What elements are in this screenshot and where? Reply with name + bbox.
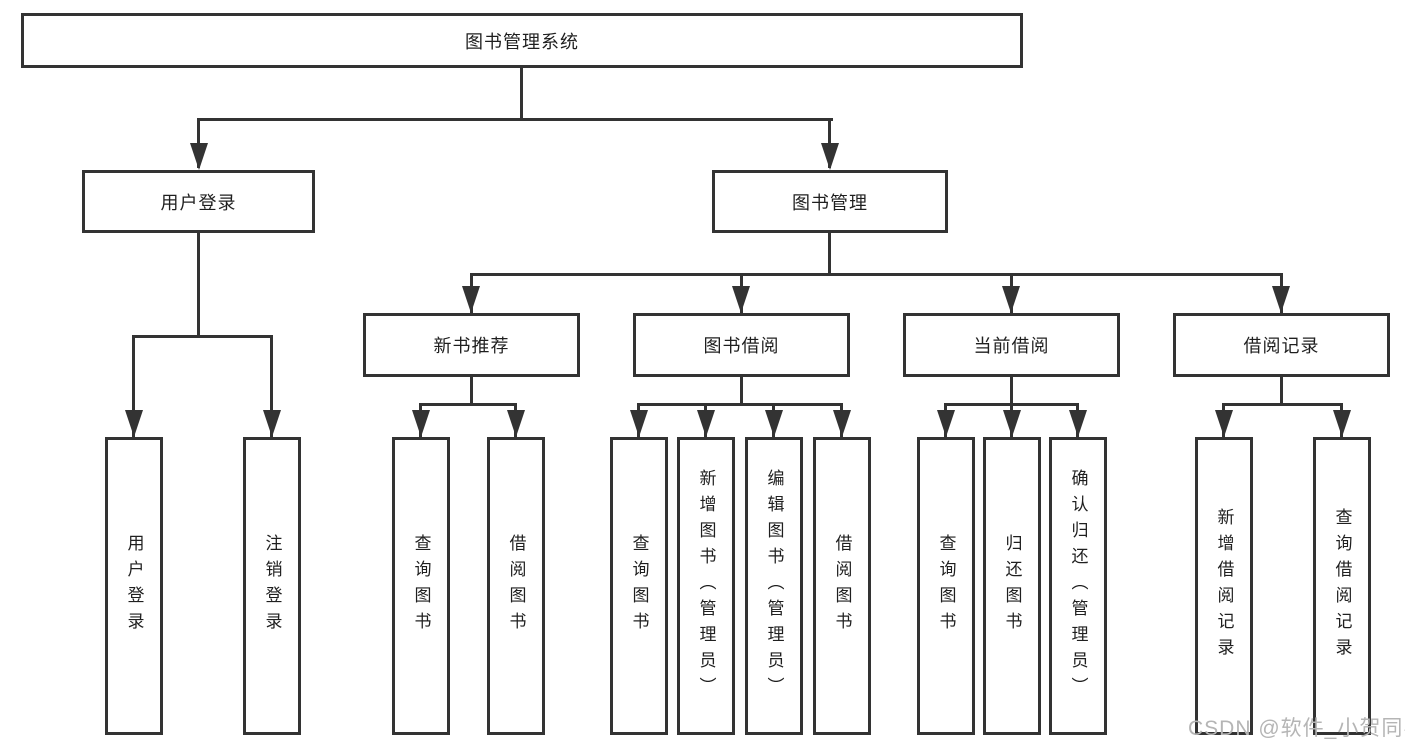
arrowhead-down-icon: [1069, 410, 1087, 437]
arrowhead-down-icon: [263, 410, 281, 437]
node-query-books-recommend: 查询图书: [392, 437, 450, 735]
arrowhead-down-icon: [765, 410, 783, 437]
arrowhead-down-icon: [190, 143, 208, 170]
node-current-borrowing: 当前借阅: [903, 313, 1120, 377]
node-add-borrow-record: 新增借阅记录: [1195, 437, 1253, 735]
connector-userlogin-hline: [132, 335, 273, 338]
connector-userlogin-stub-2: [270, 335, 273, 437]
node-query-books-borrow: 查询图书: [610, 437, 668, 735]
connector-root-hline: [197, 118, 833, 121]
arrowhead-down-icon: [125, 410, 143, 437]
arrowhead-down-icon: [1002, 286, 1020, 313]
connector-borrowing-vline: [740, 375, 743, 406]
connector-recommend-hline: [419, 403, 517, 406]
arrowhead-down-icon: [507, 410, 525, 437]
node-user-login-action: 用户登录: [105, 437, 163, 735]
arrowhead-down-icon: [1215, 410, 1233, 437]
node-query-borrow-record: 查询借阅记录: [1313, 437, 1371, 735]
node-user-login: 用户登录: [82, 170, 315, 233]
csdn-watermark: CSDN @软件_小贺同学: [1188, 717, 1405, 740]
arrowhead-down-icon: [697, 410, 715, 437]
node-book-management: 图书管理: [712, 170, 948, 233]
connector-current-vline: [1010, 375, 1013, 406]
node-new-book-recommendation: 新书推荐: [363, 313, 580, 377]
node-library-system: 图书管理系统: [21, 13, 1023, 68]
connector-userlogin-vline: [197, 231, 200, 337]
node-book-borrowing: 图书借阅: [633, 313, 850, 377]
connector-userlogin-stub-1: [132, 335, 135, 437]
arrowhead-down-icon: [1272, 286, 1290, 313]
connector-borrowing-hline: [637, 403, 843, 406]
arrowhead-down-icon: [412, 410, 430, 437]
arrowhead-down-icon: [821, 143, 839, 170]
connector-bookmgmt-vline: [828, 231, 831, 276]
node-borrow-books: 借阅图书: [813, 437, 871, 735]
connector-records-hline: [1222, 403, 1343, 406]
node-query-books-current: 查询图书: [917, 437, 975, 735]
node-add-books-admin: 新增图书（管理员）: [677, 437, 735, 735]
node-return-books: 归还图书: [983, 437, 1041, 735]
connector-root-vline: [520, 66, 523, 120]
arrowhead-down-icon: [630, 410, 648, 437]
arrowhead-down-icon: [1003, 410, 1021, 437]
node-logout-action: 注销登录: [243, 437, 301, 735]
arrowhead-down-icon: [732, 286, 750, 313]
connector-records-vline: [1280, 375, 1283, 406]
arrowhead-down-icon: [937, 410, 955, 437]
node-borrow-books-recommend: 借阅图书: [487, 437, 545, 735]
connector-recommend-vline: [470, 375, 473, 406]
arrowhead-down-icon: [833, 410, 851, 437]
node-confirm-return-admin: 确认归还（管理员）: [1049, 437, 1107, 735]
arrowhead-down-icon: [462, 286, 480, 313]
connector-bookmgmt-hline: [470, 273, 1283, 276]
node-borrowing-records: 借阅记录: [1173, 313, 1390, 377]
node-edit-books-admin: 编辑图书（管理员）: [745, 437, 803, 735]
arrowhead-down-icon: [1333, 410, 1351, 437]
